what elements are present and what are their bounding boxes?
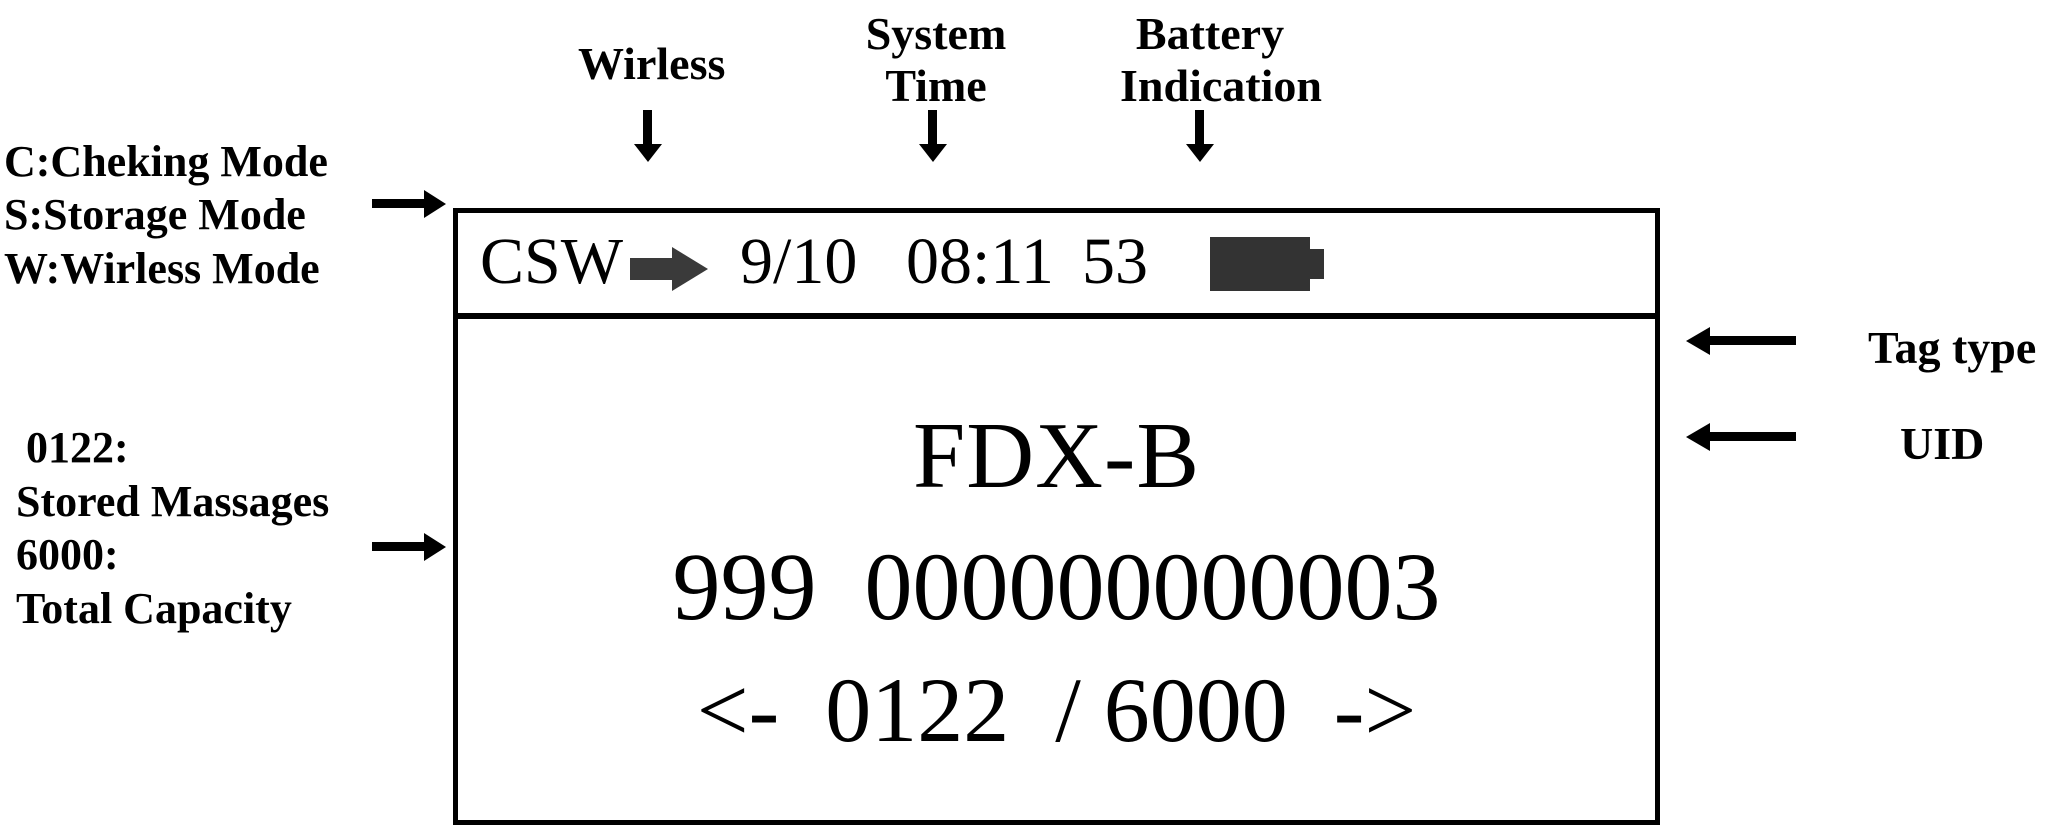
annotation-mode-legend-checking: C:Cheking Mode — [4, 137, 328, 186]
status-date: 9/10 — [740, 225, 858, 298]
pointer-arrow-battery — [1186, 110, 1214, 162]
system-time-label-line1: System — [865, 8, 1007, 59]
pointer-arrow-mode-legend — [372, 190, 448, 218]
battery-label-line2: Indication — [1120, 59, 1322, 111]
annotation-wireless-label: Wirless — [578, 38, 726, 89]
status-time: 08:11 — [906, 225, 1054, 298]
annotation-total-capacity-key: 6000: — [16, 530, 119, 579]
status-mode-indicator: CSW — [480, 225, 624, 298]
annotation-uid-label: UID — [1900, 418, 1985, 469]
pointer-arrow-uid — [1686, 423, 1796, 451]
annotation-stored-messages-value: Stored Massages — [16, 477, 330, 526]
pointer-arrow-capacity — [372, 533, 448, 561]
battery-label-line1: Battery — [1135, 8, 1285, 59]
system-time-label-line2: Time — [885, 59, 987, 111]
device-screen: CSW 9/10 08:11 53 FDX-B 999 000000000003… — [453, 208, 1660, 825]
annotation-mode-legend-storage: S:Storage Mode — [4, 190, 306, 239]
uid-value: 999 000000000003 — [672, 533, 1441, 640]
pointer-arrow-wireless — [634, 110, 662, 162]
wireless-arrow-icon — [630, 247, 708, 291]
pointer-arrow-system-time — [919, 110, 947, 162]
annotation-mode-legend-wireless: W:Wirless Mode — [4, 244, 320, 293]
pointer-arrow-tag-type — [1686, 327, 1796, 355]
status-battery-percent: 53 — [1082, 225, 1148, 298]
annotation-total-capacity-value: Total Capacity — [16, 584, 292, 633]
record-nav-line: <- 0122 / 6000 -> — [696, 659, 1417, 761]
status-bar: CSW 9/10 08:11 53 — [458, 213, 1655, 319]
display-body: FDX-B 999 000000000003 <- 0122 / 6000 -> — [458, 319, 1655, 814]
battery-icon — [1210, 237, 1328, 291]
annotation-tag-type-label: Tag type — [1868, 322, 2037, 373]
annotation-stored-messages-key: 0122: — [26, 423, 129, 472]
tag-type-value: FDX-B — [912, 404, 1201, 508]
